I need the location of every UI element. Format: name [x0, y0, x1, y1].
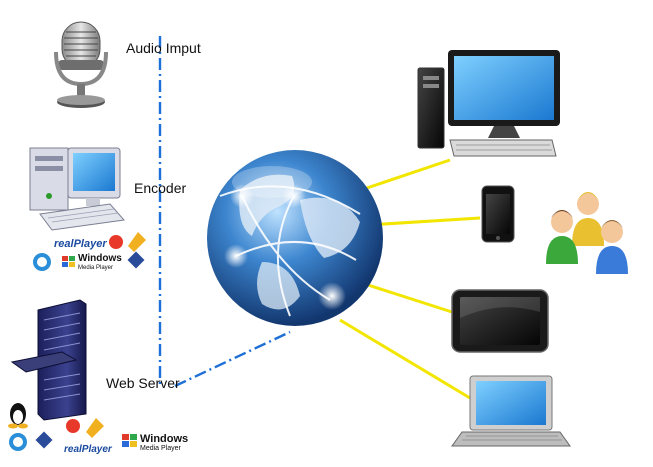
encoder-label: Encoder [134, 180, 187, 196]
connector-laptop [339, 318, 471, 400]
connector-lines [339, 158, 481, 400]
dash-dot-line [158, 36, 291, 388]
windows-logo-text-2: Windows [140, 433, 188, 445]
flash-icon-2 [66, 419, 80, 433]
encoder-tool-icon [127, 251, 145, 269]
encoder-computer-icon [29, 147, 125, 231]
linux-tux-icon [8, 403, 28, 429]
quicktime-icon [33, 253, 51, 271]
lightning-icon-2 [86, 418, 104, 438]
realplayer-logo: realPlayer [54, 238, 107, 250]
media-player-text: Media Player [78, 265, 113, 271]
windows-logo-text: Windows [78, 253, 122, 264]
quicktime-icon-2 [9, 433, 27, 451]
connector-desktop [354, 158, 451, 194]
flash-icon [109, 235, 123, 249]
web-server-label: Web Server [106, 375, 180, 391]
connector-phone [367, 216, 481, 227]
audio-input-label: Audio Imput [126, 40, 201, 56]
globe-icon [207, 150, 383, 326]
tablet-icon [451, 289, 549, 353]
desktop-computer-icon [417, 50, 560, 157]
server-logos: realPlayer Windows Media Player [8, 403, 188, 455]
connector-tablet [367, 283, 453, 314]
smartphone-icon [481, 185, 515, 243]
laptop-icon [451, 375, 571, 447]
encoder-logos: realPlayer Windows Media Player [33, 232, 146, 271]
microphone-icon [54, 21, 108, 108]
users-group-icon [546, 192, 628, 274]
server-tool-icon [35, 431, 53, 449]
media-player-text-2: Media Player [140, 445, 182, 452]
realplayer-logo-2: realPlayer [64, 444, 113, 455]
lightning-icon [128, 232, 146, 252]
server-rack-icon [10, 299, 87, 421]
